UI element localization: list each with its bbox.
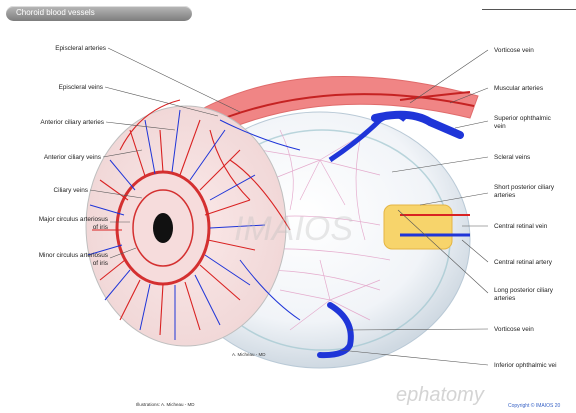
- label-vorticose-vein-bottom: Vorticose vein: [494, 326, 534, 334]
- label-episcleral-arteries: Episcleral arteries: [55, 45, 106, 53]
- label-anterior-ciliary-arteries: Anterior ciliary arteries: [40, 119, 104, 127]
- label-inferior-ophthalmic-vein: Inferior ophthalmic vei: [494, 362, 557, 370]
- label-short-posterior-ciliary-arteries: Short posterior ciliary arteries: [494, 184, 554, 199]
- e-anatomy-watermark: ephatomy: [396, 384, 484, 407]
- label-long-posterior-ciliary-arteries: Long posterior ciliary arteries: [494, 287, 553, 302]
- label-superior-ophthalmic-vein: Superior ophthalmic vein: [494, 115, 551, 130]
- label-central-retinal-artery: Central retinal artery: [494, 259, 552, 267]
- label-episcleral-veins: Episcleral veins: [59, 84, 103, 92]
- label-minor-circulus: Minor circulus arteriosus of iris: [39, 252, 108, 267]
- copyright: Copyright © IMAIOS 20: [508, 403, 560, 409]
- optic-nerve: [384, 205, 452, 249]
- label-muscular-arteries: Muscular arteries: [494, 85, 543, 93]
- label-anterior-ciliary-veins: Anterior ciliary veins: [44, 154, 101, 162]
- label-ciliary-veins: Ciliary veins: [54, 187, 88, 195]
- illustration-credit: Illustrations: A. Micheau - MD: [136, 402, 195, 407]
- iris: [117, 172, 209, 284]
- label-major-circulus: Major circulus arteriosus of iris: [39, 216, 108, 231]
- label-central-retinal-vein: Central retinal vein: [494, 223, 547, 231]
- label-vorticose-vein-top: Vorticose vein: [494, 47, 534, 55]
- center-watermark: IMAIOS: [234, 210, 353, 249]
- artist-signature: A. Micheau - MD: [232, 352, 266, 357]
- label-scleral-veins: Scleral veins: [494, 154, 530, 162]
